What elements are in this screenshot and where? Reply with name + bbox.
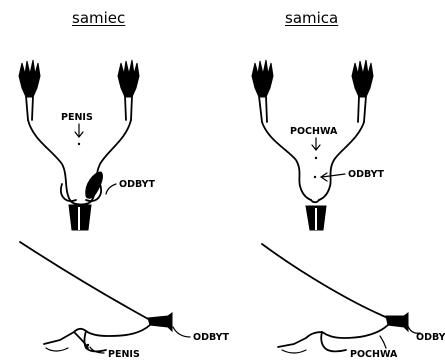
male-side-penis-label: PENIS — [108, 349, 140, 360]
female-right-hind-foot — [352, 60, 373, 122]
male-side-leg — [44, 329, 106, 351]
female-side-view: ODBYT POCHWA — [262, 244, 445, 360]
female-side-tail-base — [386, 313, 408, 331]
male-penis-label: PENIS — [61, 112, 93, 123]
male-left-hind-foot — [19, 60, 40, 120]
female-anus-opening — [314, 176, 316, 178]
female-side-anus-label: ODBYT — [416, 332, 445, 343]
male-right-hind-foot — [118, 60, 139, 120]
female-side-back — [262, 244, 388, 318]
female-ventral-view: POCHWA ODBYT — [252, 60, 385, 230]
male-side-back — [20, 242, 150, 320]
male-side-tail-base — [148, 313, 172, 331]
female-left-hind-foot — [252, 60, 273, 122]
male-ventral-view: PENIS ODBYT — [19, 60, 156, 230]
female-side-leg — [278, 332, 346, 351]
female-side-vagina-label: POCHWA — [350, 349, 398, 360]
male-penis-opening — [78, 143, 80, 145]
male-side-view: ODBYT PENIS — [20, 242, 230, 360]
female-anus-label: ODBYT — [348, 169, 385, 180]
female-vagina-label: POCHWA — [290, 126, 338, 137]
female-vagina-opening — [315, 157, 317, 159]
male-side-anus-label: ODBYT — [193, 332, 230, 343]
male-anus-label: ODBYT — [119, 179, 156, 190]
